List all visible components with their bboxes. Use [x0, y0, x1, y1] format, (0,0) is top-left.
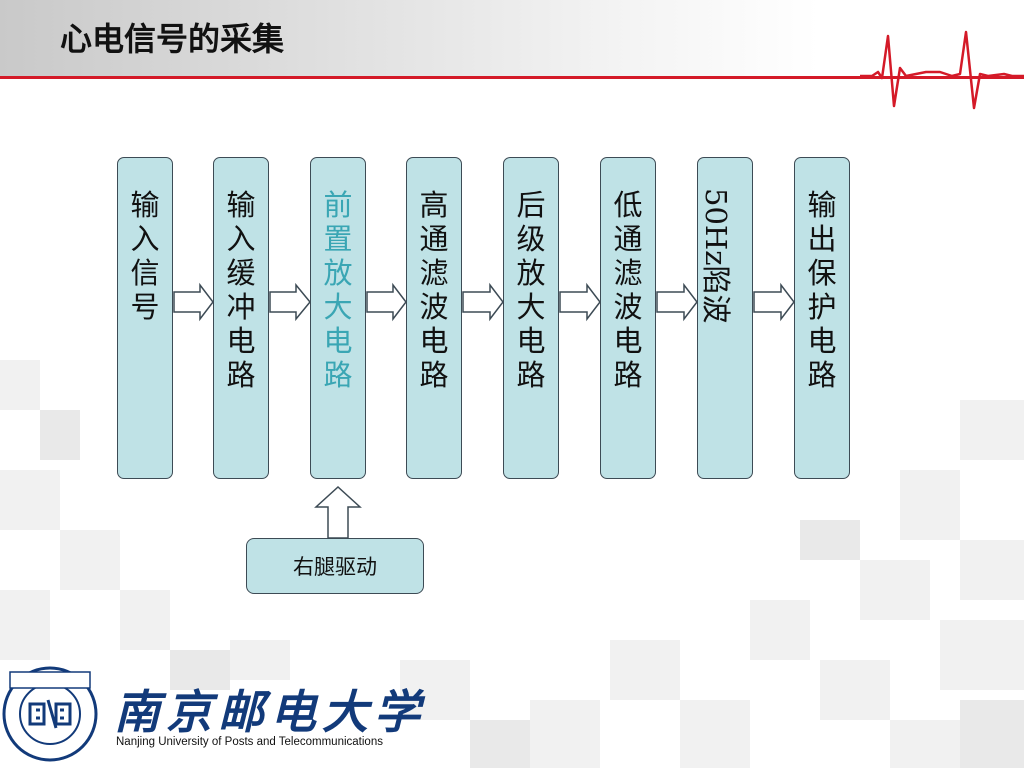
right-leg-drive-box: 右腿驱动	[246, 538, 424, 594]
stage-highpass-filter: 高通滤波电路	[406, 157, 462, 479]
stage-label-rotated: 50Hz陷波	[699, 188, 733, 324]
university-name-en: Nanjing University of Posts and Telecomm…	[116, 736, 383, 748]
university-name-cn: 南京邮电大学	[114, 685, 426, 739]
slide-header: 心电信号的采集	[0, 0, 1024, 78]
stage-label: 后级放大电路	[516, 188, 546, 392]
right-leg-drive-label: 右腿驱动	[293, 555, 377, 579]
slide-title: 心电信号的采集	[60, 20, 285, 58]
stage-label: 低通滤波电路	[613, 188, 643, 392]
stage-input-signal: 输入信号	[117, 157, 173, 479]
stage-preamp: 前置放大电路	[310, 157, 366, 479]
stage-input-buffer: 输入缓冲电路	[213, 157, 269, 479]
stage-label: 输入缓冲电路	[226, 188, 256, 392]
stage-label: 输出保护电路	[807, 188, 837, 392]
stage-output-protection: 输出保护电路	[794, 157, 850, 479]
stage-label: 输入信号	[130, 188, 160, 324]
stage-label: 高通滤波电路	[419, 188, 449, 392]
stage-label-highlighted: 前置放大电路	[323, 188, 353, 392]
university-seal-logo	[2, 666, 98, 762]
stage-post-amp: 后级放大电路	[503, 157, 559, 479]
header-divider	[0, 76, 1024, 79]
stage-lowpass-filter: 低通滤波电路	[600, 157, 656, 479]
stage-notch-filter: 50Hz陷波	[697, 157, 753, 479]
ecg-waveform-icon	[860, 30, 1024, 110]
